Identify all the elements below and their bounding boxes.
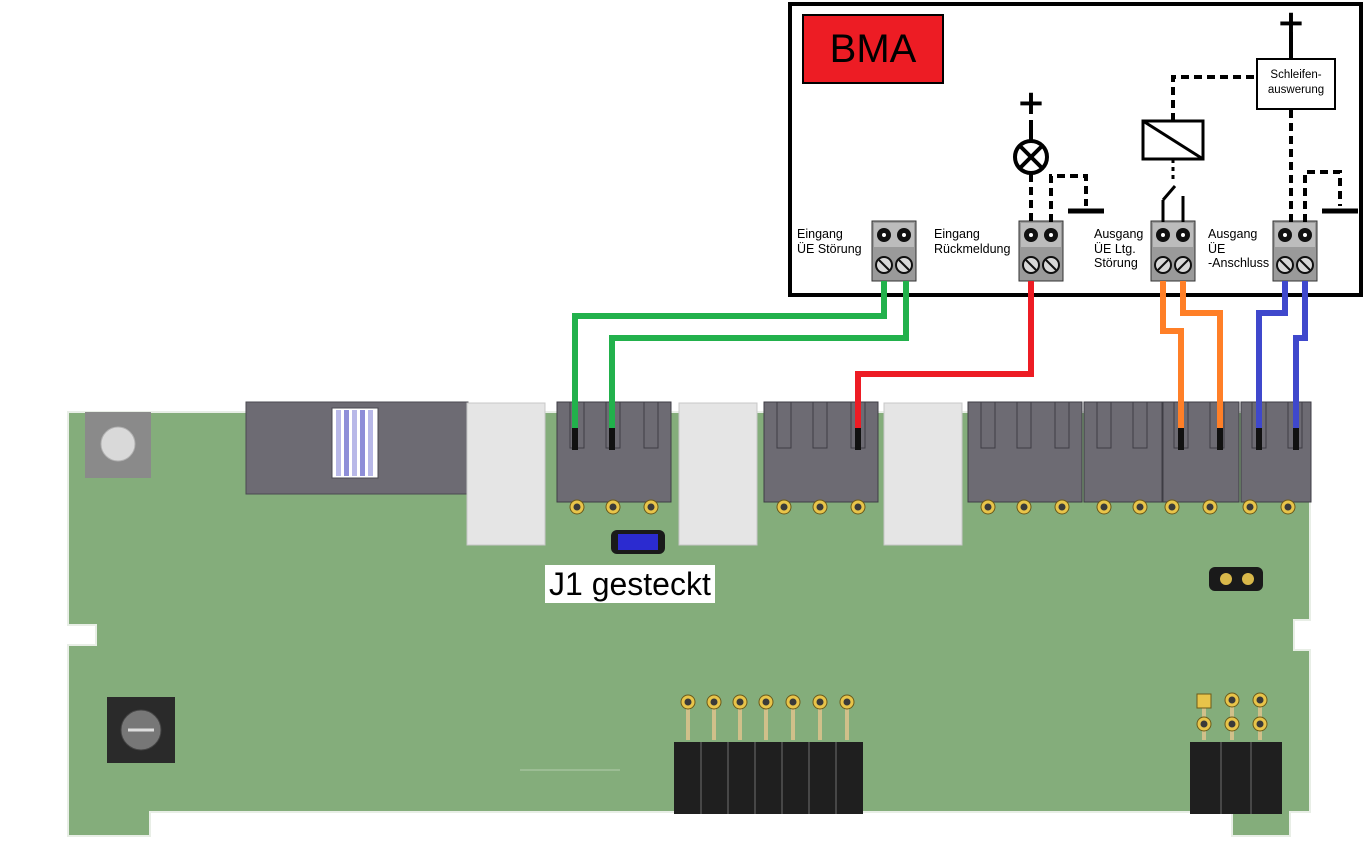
plus-symbol: + — [1277, 3, 1306, 43]
wire-blue — [1256, 281, 1308, 430]
bma-terminal-4 — [1272, 220, 1318, 282]
label-ausgang-ue-anschluss: Ausgang ÜE -Anschluss — [1208, 227, 1270, 270]
wire-red — [855, 281, 1034, 430]
board-connector — [1162, 401, 1240, 515]
left-connector-block — [245, 401, 469, 495]
jumper-j1 — [611, 530, 665, 554]
label-ausgang-ue-ltg-stoerung: Ausgang ÜE Ltg. Störung — [1094, 227, 1144, 270]
bma-terminal-3 — [1150, 220, 1196, 282]
board-connector — [967, 401, 1083, 515]
wire-ends — [572, 428, 1299, 450]
pcb-board — [67, 411, 1311, 837]
lamp-circuit — [1013, 120, 1104, 222]
board-connector — [1240, 401, 1312, 515]
relay-circuit — [1141, 75, 1258, 222]
plus-symbol: + — [1017, 83, 1046, 123]
bma-terminal-1 — [871, 220, 917, 282]
wire-orange — [1160, 281, 1223, 430]
jumper-j1-label: J1 gesteckt — [545, 565, 715, 603]
relay-block — [883, 402, 963, 546]
mounting-screw — [85, 412, 151, 478]
pin-header-right — [1190, 692, 1282, 814]
loop-evaluation-box: Schleifen- auswerung — [1256, 58, 1336, 110]
rotary-switch — [107, 697, 175, 763]
board-connector — [1083, 401, 1163, 515]
loop-circuit — [1289, 32, 1358, 222]
bma-title: BMA — [802, 14, 944, 84]
jumper-open — [1209, 567, 1263, 591]
relay-block — [466, 402, 546, 546]
label-eingang-ue-stoerung: Eingang ÜE Störung — [797, 227, 862, 256]
bma-terminal-2 — [1018, 220, 1064, 282]
relay-block — [678, 402, 758, 546]
wire-green — [572, 281, 909, 430]
pin-header — [674, 694, 863, 814]
label-eingang-rueckmeldung: Eingang Rückmeldung — [934, 227, 1011, 256]
